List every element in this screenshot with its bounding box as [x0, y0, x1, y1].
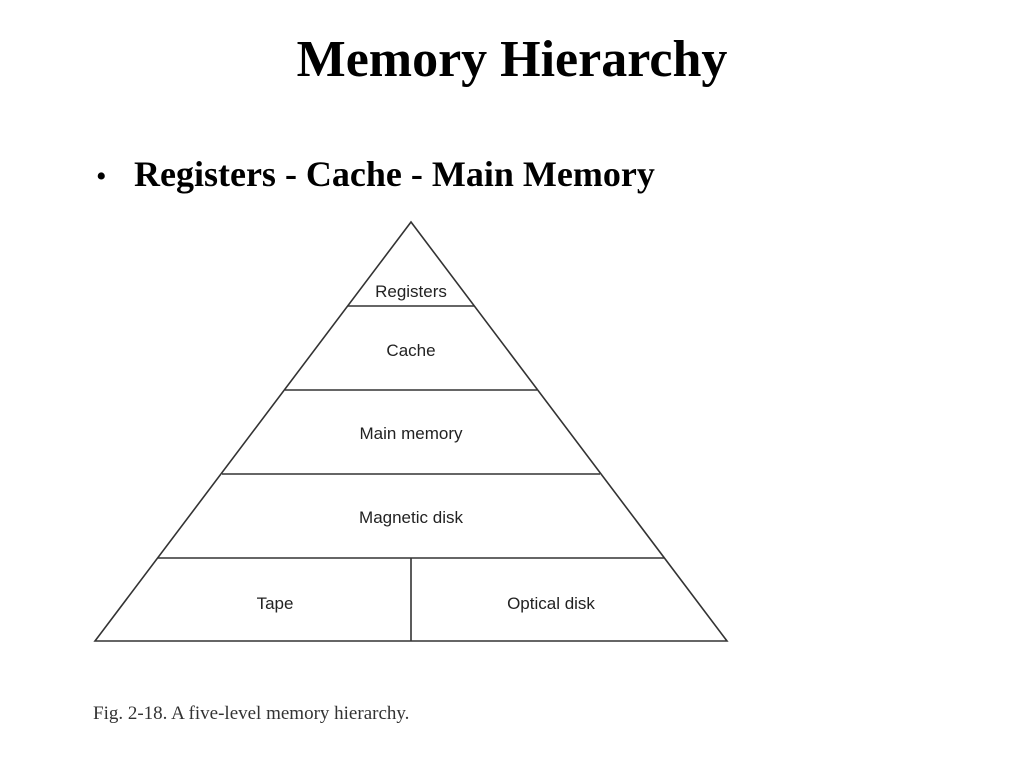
slide-title: Memory Hierarchy [296, 31, 728, 88]
bullet-text: Registers - Cache - Main Memory [134, 154, 655, 194]
figure-caption: Fig. 2-18. A five-level memory hierarchy… [93, 703, 410, 724]
level-label-optical-disk: Optical disk [507, 594, 595, 613]
level-label-main-memory: Main memory [360, 424, 463, 443]
level-label-registers: Registers [375, 282, 447, 301]
level-label-tape: Tape [257, 594, 294, 613]
level-label-cache: Cache [386, 341, 435, 360]
bullet-item: • Registers - Cache - Main Memory [96, 153, 655, 195]
bullet-symbol: • [96, 160, 107, 193]
level-label-magnetic-disk: Magnetic disk [359, 508, 463, 527]
